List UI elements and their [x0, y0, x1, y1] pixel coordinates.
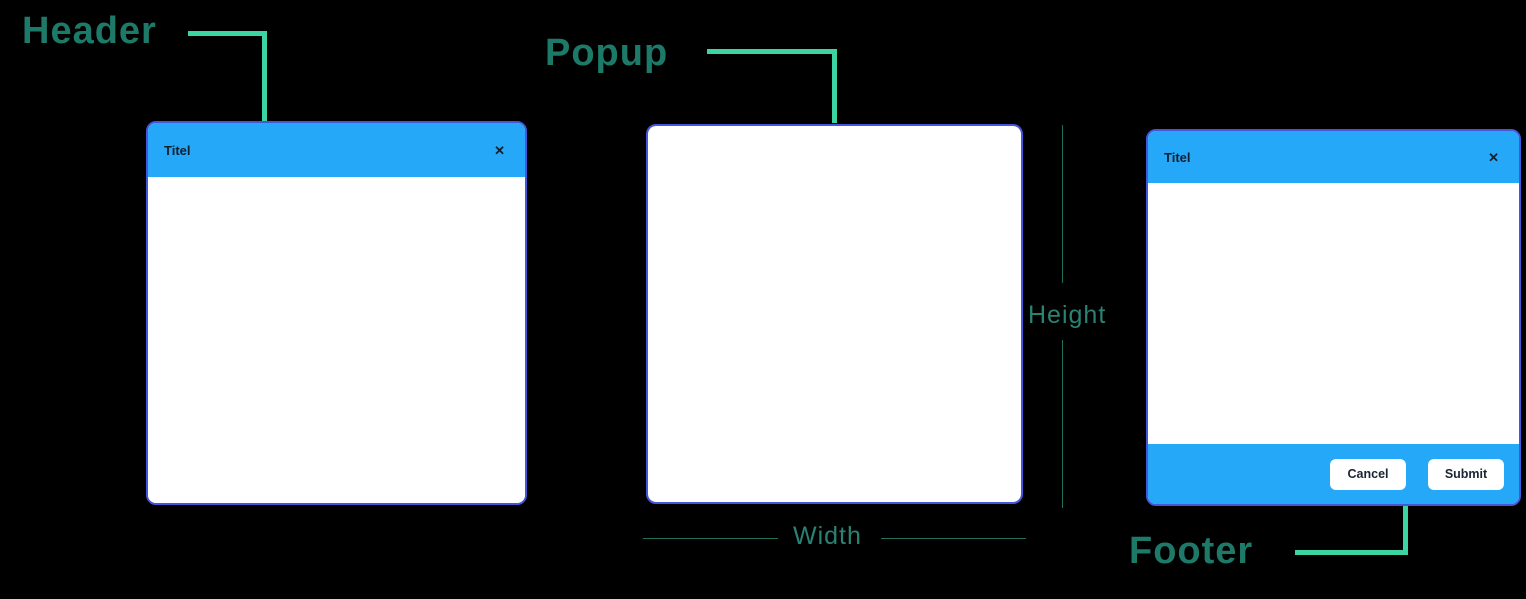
close-icon[interactable]: ✕ [1488, 149, 1499, 165]
header-annotation-label: Header [22, 10, 157, 52]
popup-connector-horizontal [707, 49, 837, 54]
popup-footer-bar: Cancel Submit [1148, 444, 1519, 504]
width-measure-line-right [881, 538, 1026, 539]
plain-popup [646, 124, 1023, 504]
popup-annotation-label: Popup [545, 32, 669, 74]
footer-connector-horizontal [1295, 550, 1408, 555]
popup-body [1148, 183, 1519, 444]
popup-header-bar: Titel ✕ [1148, 131, 1519, 183]
popup-body [648, 126, 1021, 502]
header-connector-horizontal [188, 31, 267, 36]
popup-connector-vertical [832, 49, 837, 123]
footer-example-popup: Titel ✕ Cancel Submit [1146, 129, 1521, 506]
footer-annotation-label: Footer [1129, 530, 1254, 572]
height-measure-line-bottom [1062, 340, 1063, 508]
popup-header-bar: Titel ✕ [148, 123, 525, 177]
popup-title: Titel [164, 142, 191, 158]
close-icon[interactable]: ✕ [494, 142, 505, 158]
height-measure-label: Height [1028, 301, 1107, 329]
height-measure-line-top [1062, 125, 1063, 283]
popup-title: Titel [1164, 149, 1191, 165]
width-measure-label: Width [793, 522, 862, 550]
header-example-popup: Titel ✕ [146, 121, 527, 505]
submit-button[interactable]: Submit [1428, 458, 1504, 490]
popup-body [148, 177, 525, 503]
width-measure-line-left [643, 538, 778, 539]
header-connector-vertical [262, 31, 267, 145]
cancel-button[interactable]: Cancel [1330, 458, 1406, 490]
footer-connector-vertical [1403, 506, 1408, 555]
